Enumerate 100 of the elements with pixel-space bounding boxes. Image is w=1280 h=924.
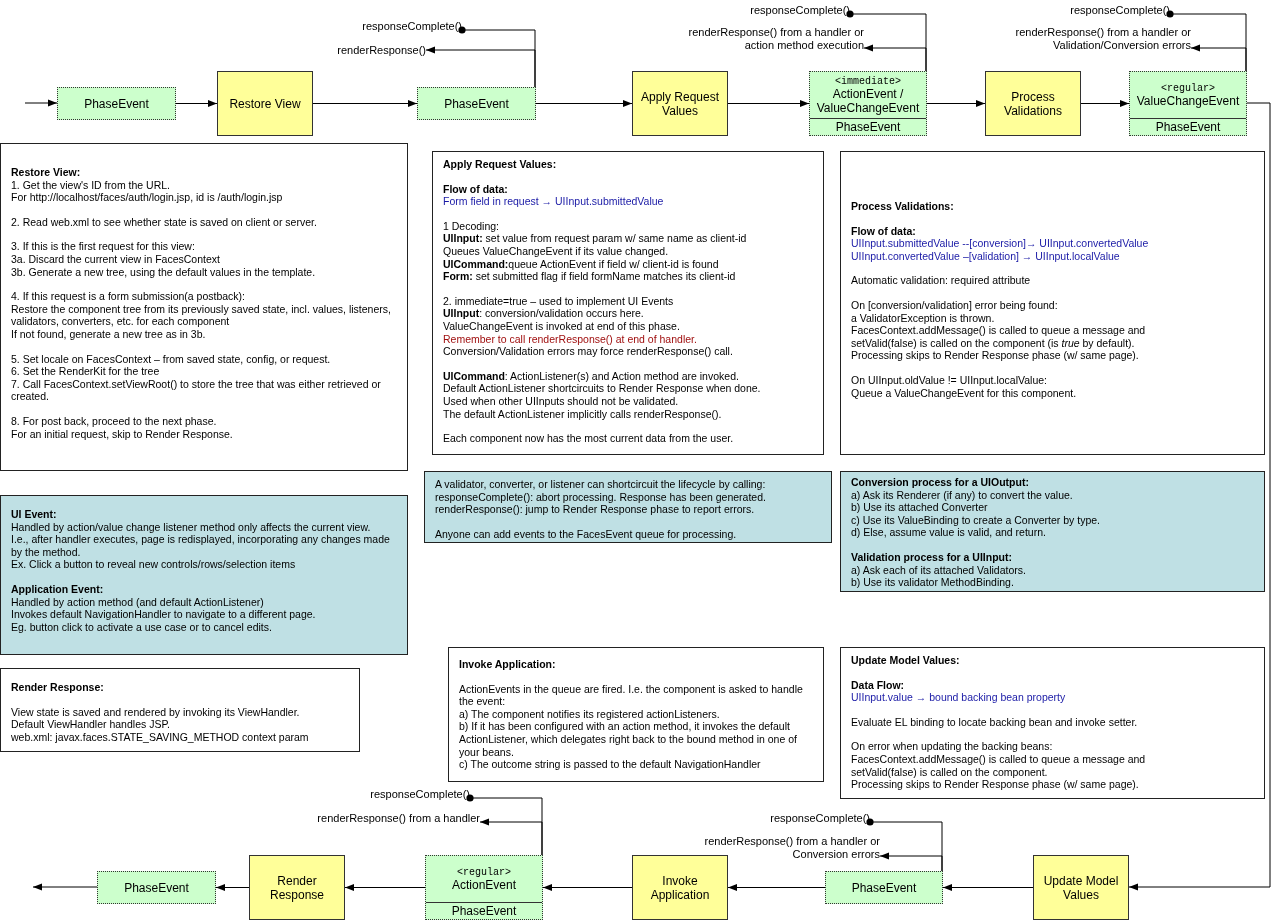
panel-text: 8. For post back, proceed to the next phase. <box>11 414 218 428</box>
arrow <box>1190 44 1247 72</box>
panel-text: Form field in request → UIInput.submittedValue <box>443 195 665 208</box>
phase-name: Invoke Application <box>649 873 711 902</box>
arrow <box>32 883 98 891</box>
panel-text: Default ActionListener shortcircuits to Render Response when done. <box>443 382 762 395</box>
panel-text: UIInput.submittedValue --[conversion]→ UIInput.convertedValue <box>851 237 1150 250</box>
arrow <box>425 46 536 88</box>
panel-heading: Invoke Application: <box>459 658 557 671</box>
event-box <box>1129 71 1247 136</box>
event-name: PhaseEvent <box>1155 120 1221 134</box>
panel-text: c) Use its ValueBinding to create a Converter by type. <box>851 513 1101 527</box>
event-box <box>425 855 543 920</box>
panel-text: The default ActionListener implicitly calls renderResponse(). <box>443 407 723 421</box>
panel-text: Used when other UIInputs should not be validated. <box>443 394 680 408</box>
panel-text: UIInput: conversion/validation occurs here. <box>443 307 645 320</box>
arrow <box>535 99 633 108</box>
panel-text: b) Use its attached Converter <box>851 501 989 514</box>
panel-text: Handled by action method (and default ActionListener) <box>11 595 265 609</box>
panel-text: responseComplete(): abort processing. Response has been generated. <box>435 490 767 504</box>
arrow <box>24 99 58 107</box>
panel-text: For http://localhost/faces/auth/login.jsp, id is /auth/login.jsp <box>11 191 284 204</box>
note-panel <box>0 668 360 752</box>
panel-text: 1 Decoding: <box>443 219 501 233</box>
panel-heading: Apply Request Values: <box>443 158 558 171</box>
panel-text: web.xml: javax.faces.STATE_SAVING_METHOD context param <box>11 730 310 744</box>
method-call-text: renderResponse() from a handler <box>270 812 480 826</box>
panel-text: View state is saved and rendered by invoking its ViewHandler. <box>11 705 301 719</box>
panel-text: 2. Read web.xml to see whether state is saved on client or server. <box>11 215 318 229</box>
event-box <box>417 87 536 120</box>
method-call-text: renderResponse() from a handler or Conversion errors <box>680 835 880 863</box>
panel-text: Form: set submitted flag if field formName matches its client-id <box>443 270 737 283</box>
event-name: ActionEvent / ValueChangeEvent <box>815 86 921 115</box>
note-panel <box>840 471 1265 592</box>
panel-text: Queues ValueChangeEvent if its value changed. <box>443 244 670 258</box>
panel-text: 3. If this is the first request for this view: <box>11 240 196 253</box>
panel-text: 4. If this request is a form submission(a postback): <box>11 290 246 303</box>
event-box <box>809 71 927 136</box>
panel-text: Automatic validation: required attribute <box>851 274 1032 287</box>
phase-box <box>632 71 728 136</box>
method-call-text: responseComplete() <box>700 4 850 18</box>
panel-text: 5. Set locale on FacesContext – from saved state, config, or request. <box>11 352 332 366</box>
arrow <box>926 99 986 108</box>
panel-text: setValid(false) is called on the component. <box>851 765 1049 779</box>
panel-heading: Process Validations: <box>851 200 955 213</box>
panel-heading: Application Event: <box>11 582 105 596</box>
event-name: PhaseEvent <box>851 880 917 895</box>
event-name: ActionEvent <box>451 877 516 892</box>
panel-text: Evaluate EL binding to locate backing bean and invoke setter. <box>851 715 1139 729</box>
event-box <box>57 87 176 120</box>
panel-text: For an initial request, skip to Render Response. <box>11 427 234 441</box>
phase-box <box>1033 855 1129 920</box>
event-name: PhaseEvent <box>835 120 901 134</box>
panel-heading: Flow of data: <box>443 182 509 196</box>
panel-text: Invokes default NavigationHandler to navigate to a different page. <box>11 608 317 621</box>
panel-text: 6. Set the RenderKit for the tree <box>11 365 161 378</box>
method-call-text: renderResponse() from a handler or Validation/Conversion errors <box>975 26 1191 54</box>
note-panel <box>448 647 824 782</box>
arrow <box>863 44 927 72</box>
panel-text: If not found, generate a new tree as in 3b. <box>11 327 207 341</box>
panel-text: Queue a ValueChangeEvent for this component. <box>851 386 1078 400</box>
panel-text: UIInput.value → bound backing bean property <box>851 691 1067 704</box>
panel-text: UIInput.convertedValue –[validation] → UIInput.localValue <box>851 249 1121 263</box>
panel-text: 3b. Generate a new tree, using the default values in the template. <box>11 265 317 279</box>
event-box <box>825 871 943 904</box>
arrow <box>1128 102 1271 891</box>
arrow <box>215 883 250 892</box>
panel-text: Ex. Click a button to reveal new controls/rows/selection items <box>11 558 297 571</box>
arrow <box>879 852 943 872</box>
panel-text: setValid(false) is called on the component (is true by default). <box>851 336 1136 350</box>
panel-text: b) If it has been configured with an action method, it invokes the default ActionListener, which delegates right back to the bound method in one of your beans. <box>459 720 798 759</box>
phase-box <box>632 855 728 920</box>
panel-text: Handled by action/value change listener method only affects the current view. <box>11 520 372 534</box>
note-panel <box>0 143 408 471</box>
method-call-text: renderResponse() <box>300 44 426 58</box>
phase-name: Process Validations <box>1003 89 1063 118</box>
panel-heading: Restore View: <box>11 166 82 179</box>
method-call-text: responseComplete() <box>1020 4 1170 18</box>
panel-text: FacesContext.addMessage() is called to queue a message and <box>851 752 1147 766</box>
arrow <box>1080 99 1130 108</box>
panel-text: UICommand: ActionListener(s) and Action method are invoked. <box>443 369 740 383</box>
panel-heading: Conversion process for a UIOutput: <box>851 476 1030 489</box>
stereotype-label: <regular> <box>1161 82 1215 94</box>
panel-text: 1. Get the view's ID from the URL. <box>11 178 171 192</box>
panel-text: On UIInput.oldValue != UIInput.localValue: <box>851 373 1049 387</box>
panel-text: b) Use its validator MethodBinding. <box>851 576 1015 589</box>
panel-text: Remember to call renderResponse() at end of handler. <box>443 332 698 346</box>
arrow <box>942 883 1034 892</box>
panel-heading: Flow of data: <box>851 224 917 238</box>
phase-box <box>217 71 313 136</box>
panel-text: c) The outcome string is passed to the default NavigationHandler <box>459 758 762 771</box>
phase-box <box>985 71 1081 136</box>
note-panel <box>0 495 408 655</box>
event-name: PhaseEvent <box>124 880 189 895</box>
method-call-text: responseComplete() <box>720 812 870 826</box>
event-box <box>97 871 216 904</box>
note-panel <box>840 647 1265 799</box>
arrow <box>312 99 418 108</box>
panel-text: Anyone can add events to the FacesEvent queue for processing. <box>435 527 738 541</box>
panel-text: UIInput: set value from request param w/ same name as client-id <box>443 232 748 245</box>
